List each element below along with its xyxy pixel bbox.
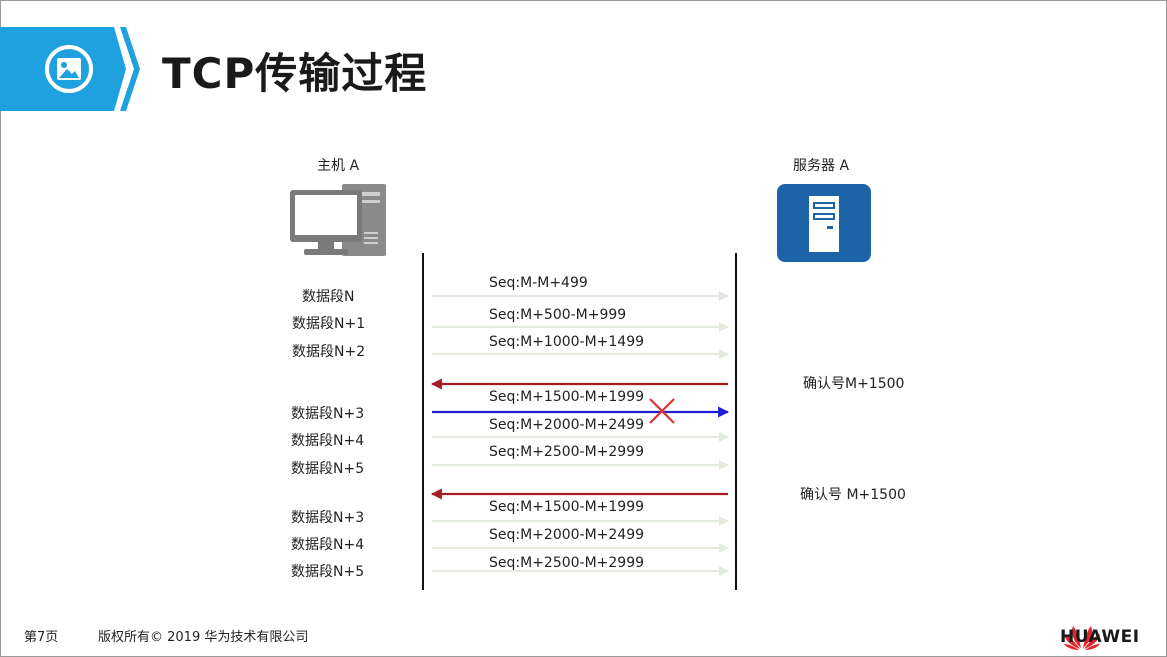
- huawei-petal-logo: [1064, 626, 1100, 650]
- host-label: 主机 A: [317, 158, 360, 174]
- seq-label: Seq:M+2500-M+2999: [489, 444, 645, 460]
- segment-label: 数据段N+4: [291, 433, 365, 449]
- server-label: 服务器 A: [793, 158, 850, 174]
- seq-label: Seq:M+2500-M+2999: [489, 555, 645, 571]
- seq-label: Seq:M-M+499: [489, 275, 588, 291]
- seq-label: Seq:M+2000-M+2499: [489, 527, 645, 543]
- seq-label: Seq:M+1500-M+1999: [489, 499, 645, 515]
- server-icon: [777, 184, 871, 262]
- segment-label: 数据段N+3: [291, 510, 365, 526]
- ack-label: 确认号M+1500: [803, 376, 905, 392]
- ack-label: 确认号 M+1500: [800, 487, 906, 503]
- seq-label: Seq:M+1000-M+1499: [489, 334, 645, 350]
- brand-name: HUAWEI: [1060, 627, 1140, 647]
- segment-label: 数据段N+5: [291, 564, 365, 580]
- segment-label: 数据段N+4: [291, 537, 365, 553]
- cross-mark-icon: [649, 398, 675, 424]
- seq-label: Seq:M+500-M+999: [489, 307, 627, 323]
- segment-label: 数据段N+1: [292, 316, 366, 332]
- segment-label: 数据段N+2: [292, 344, 366, 360]
- page-number: 第7页: [24, 630, 59, 645]
- segment-label: 数据段N: [302, 289, 355, 305]
- server-lifeline: [735, 253, 737, 590]
- desktop-computer-icon: [290, 184, 386, 256]
- host-lifeline: [422, 253, 424, 590]
- seq-label: Seq:M+1500-M+1999: [489, 389, 645, 405]
- seq-label: Seq:M+2000-M+2499: [489, 417, 645, 433]
- copyright-text: 版权所有© 2019 华为技术有限公司: [98, 630, 309, 645]
- segment-label: 数据段N+3: [291, 406, 365, 422]
- segment-label: 数据段N+5: [291, 461, 365, 477]
- picture-icon: [45, 45, 93, 93]
- page-title: TCP传输过程: [162, 49, 428, 98]
